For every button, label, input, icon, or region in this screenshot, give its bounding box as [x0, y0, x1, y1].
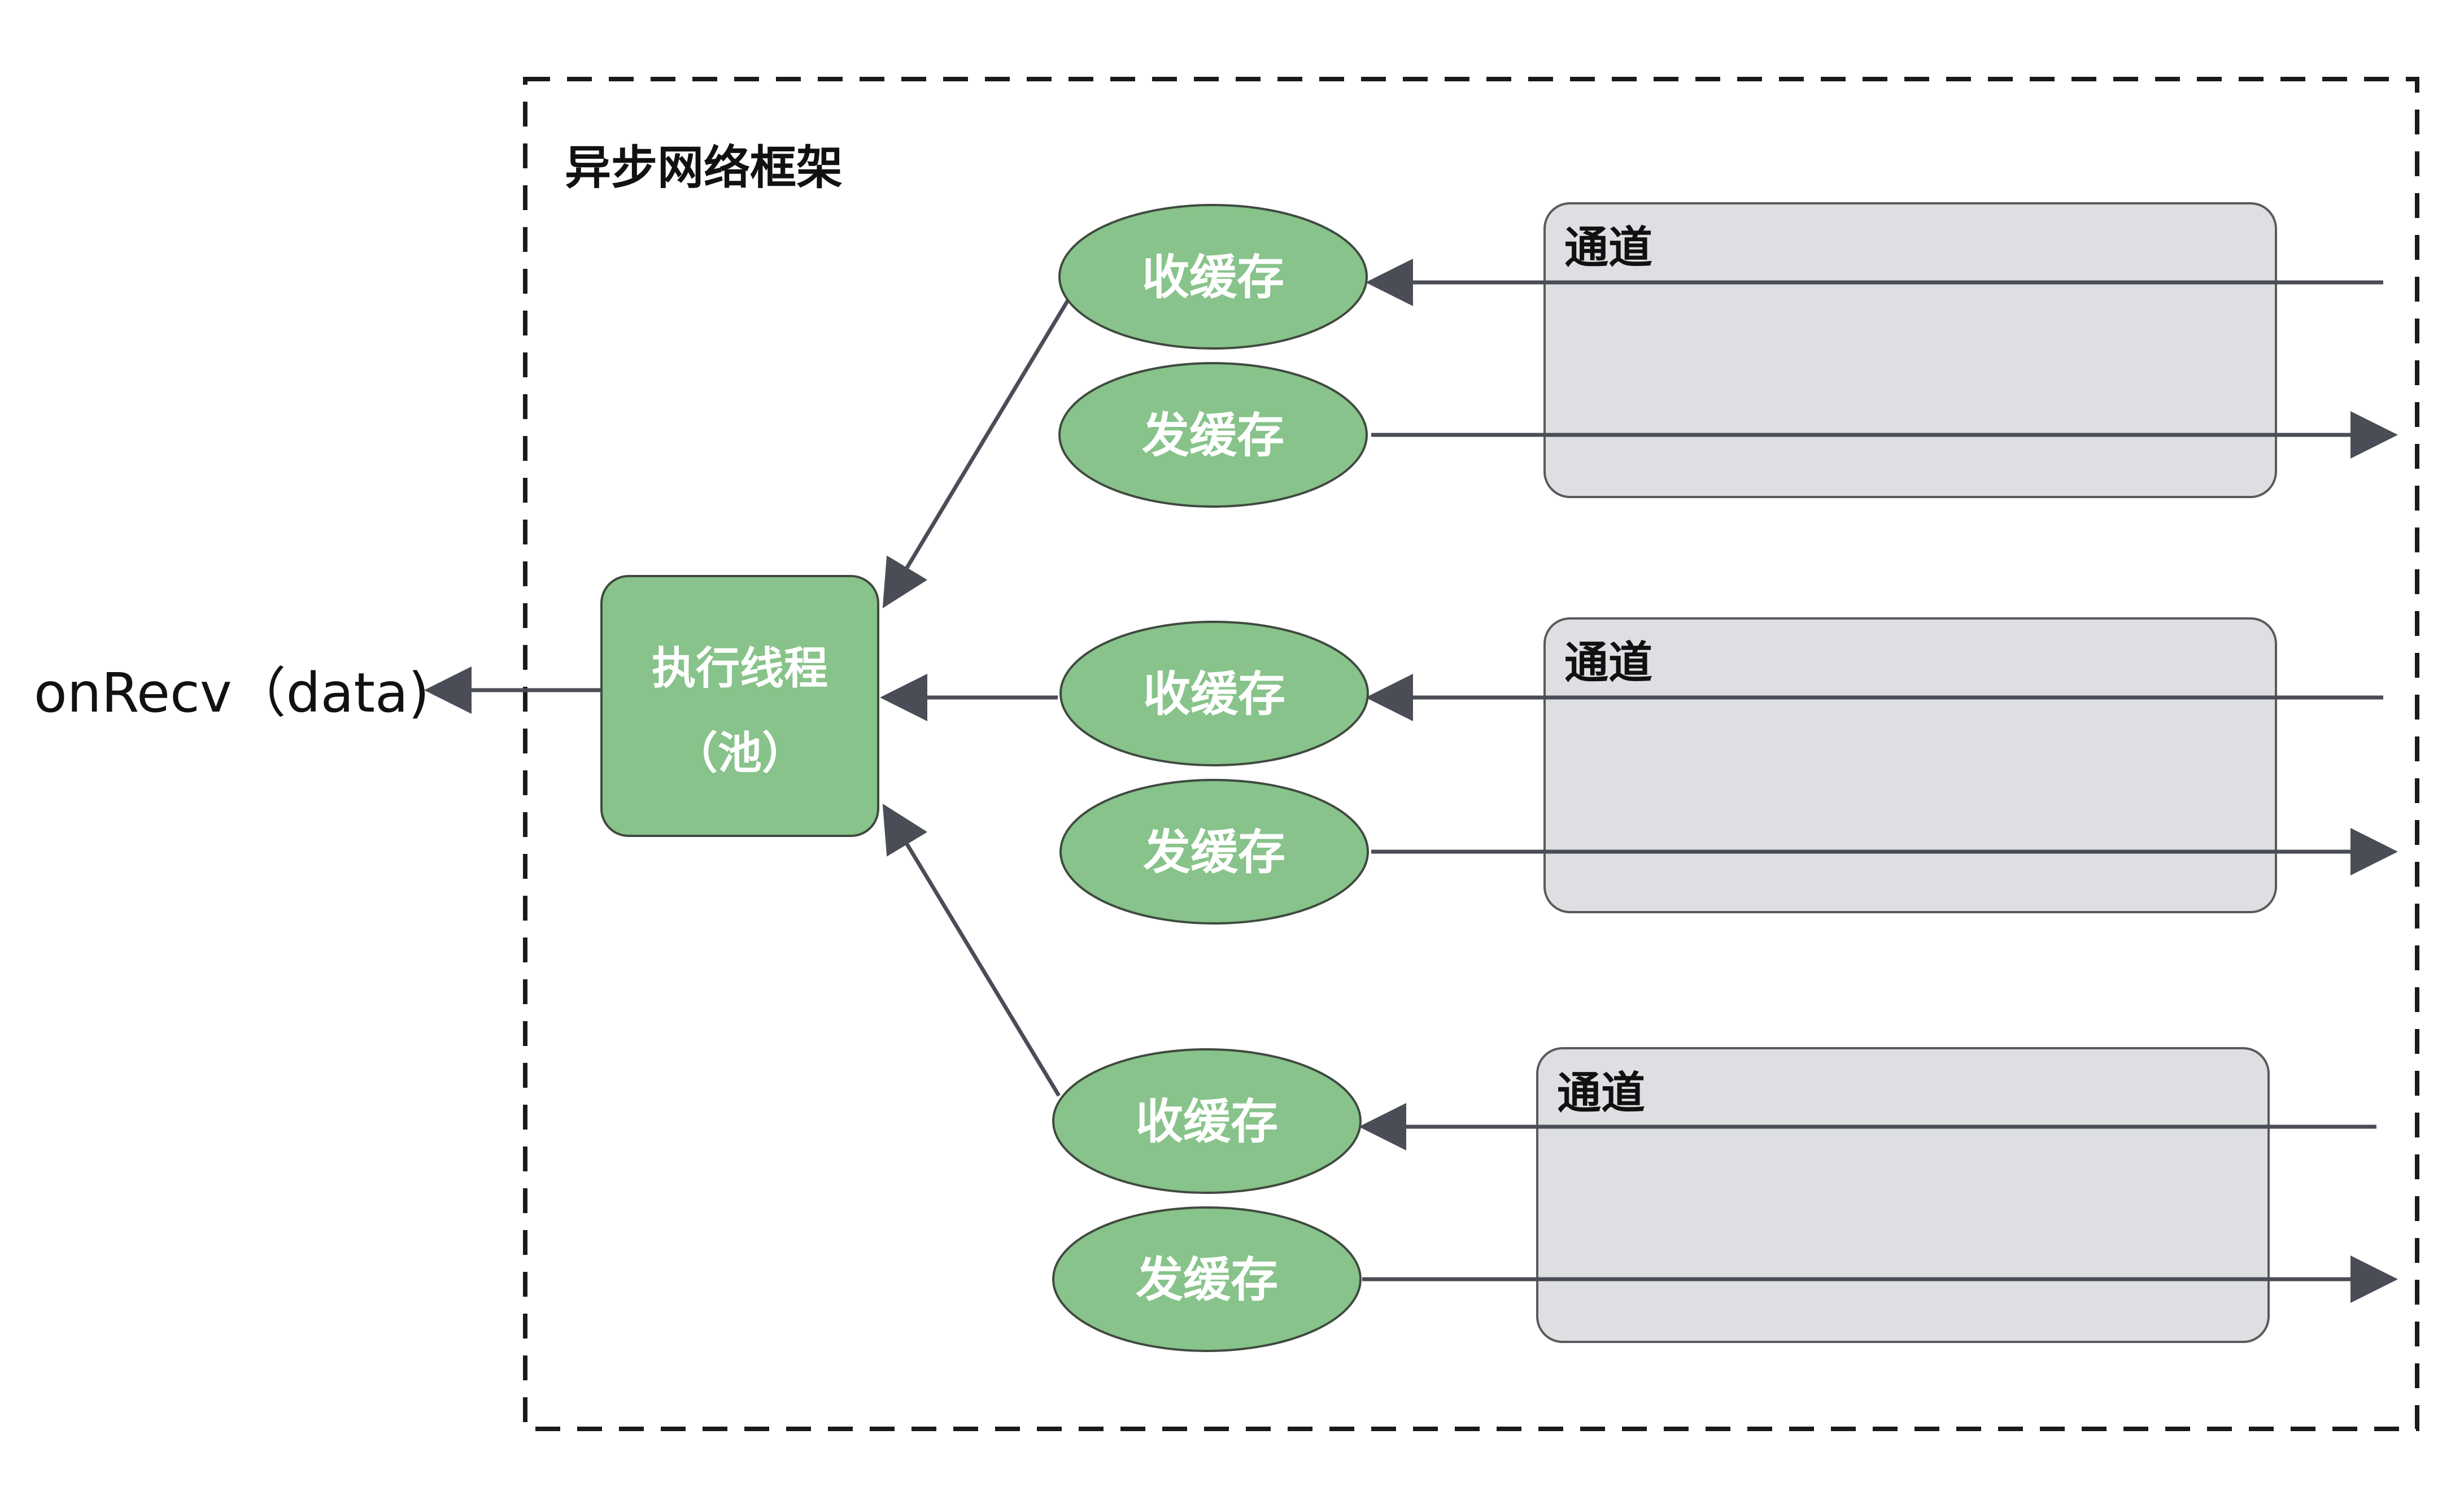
channel-box: [1536, 1047, 2270, 1343]
recv-buffer-1: 收缓存: [1058, 204, 1368, 350]
recv-buffer-3: 收缓存: [1052, 1048, 1362, 1194]
send-buffer-label: 发缓存: [1143, 825, 1285, 880]
channel-label: 通道: [1557, 1068, 1645, 1119]
channel-box: [1543, 617, 2277, 913]
channel-3: 通道: [1536, 1047, 2270, 1343]
send-buffer-shape: [1058, 362, 1368, 508]
send-buffer-label: 发缓存: [1142, 408, 1284, 463]
channel-2: 通道: [1543, 617, 2277, 913]
send-buffer-1: 发缓存: [1058, 362, 1368, 508]
recv-buffer-shape: [1052, 1048, 1362, 1194]
recv-to-thread-arrow-3: [882, 804, 1061, 1097]
send-buffer-shape: [1052, 1206, 1362, 1352]
recv-buffer-shape: [1059, 621, 1369, 766]
framework-title: 异步网络框架: [565, 141, 843, 195]
send-buffer-3: 发缓存: [1052, 1206, 1362, 1352]
send-buffer-label: 发缓存: [1136, 1252, 1278, 1307]
channel-1: 通道: [1543, 202, 2277, 498]
channel-label: 通道: [1564, 223, 1652, 273]
channel-label: 通道: [1564, 638, 1652, 688]
thread-pool-sublabel: （池）: [674, 728, 806, 779]
send-buffer-2: 发缓存: [1059, 779, 1369, 925]
channel-box: [1543, 202, 2277, 498]
on-recv-callback-label: onRecv（data): [34, 661, 429, 725]
recv-to-thread-arrow-1: [882, 298, 1070, 608]
recv-buffer-label: 收缓存: [1143, 666, 1285, 722]
thread-pool-box: [600, 575, 879, 837]
recv-buffer-label: 收缓存: [1142, 250, 1284, 305]
recv-buffer-shape: [1058, 204, 1368, 350]
recv-buffer-label: 收缓存: [1136, 1094, 1278, 1149]
thread-pool: 执行线程 （池）: [600, 575, 879, 837]
send-buffer-shape: [1059, 779, 1369, 925]
recv-buffer-2: 收缓存: [1059, 621, 1369, 766]
thread-pool-label: 执行线程: [652, 643, 828, 694]
framework-boundary: [523, 77, 2419, 1431]
